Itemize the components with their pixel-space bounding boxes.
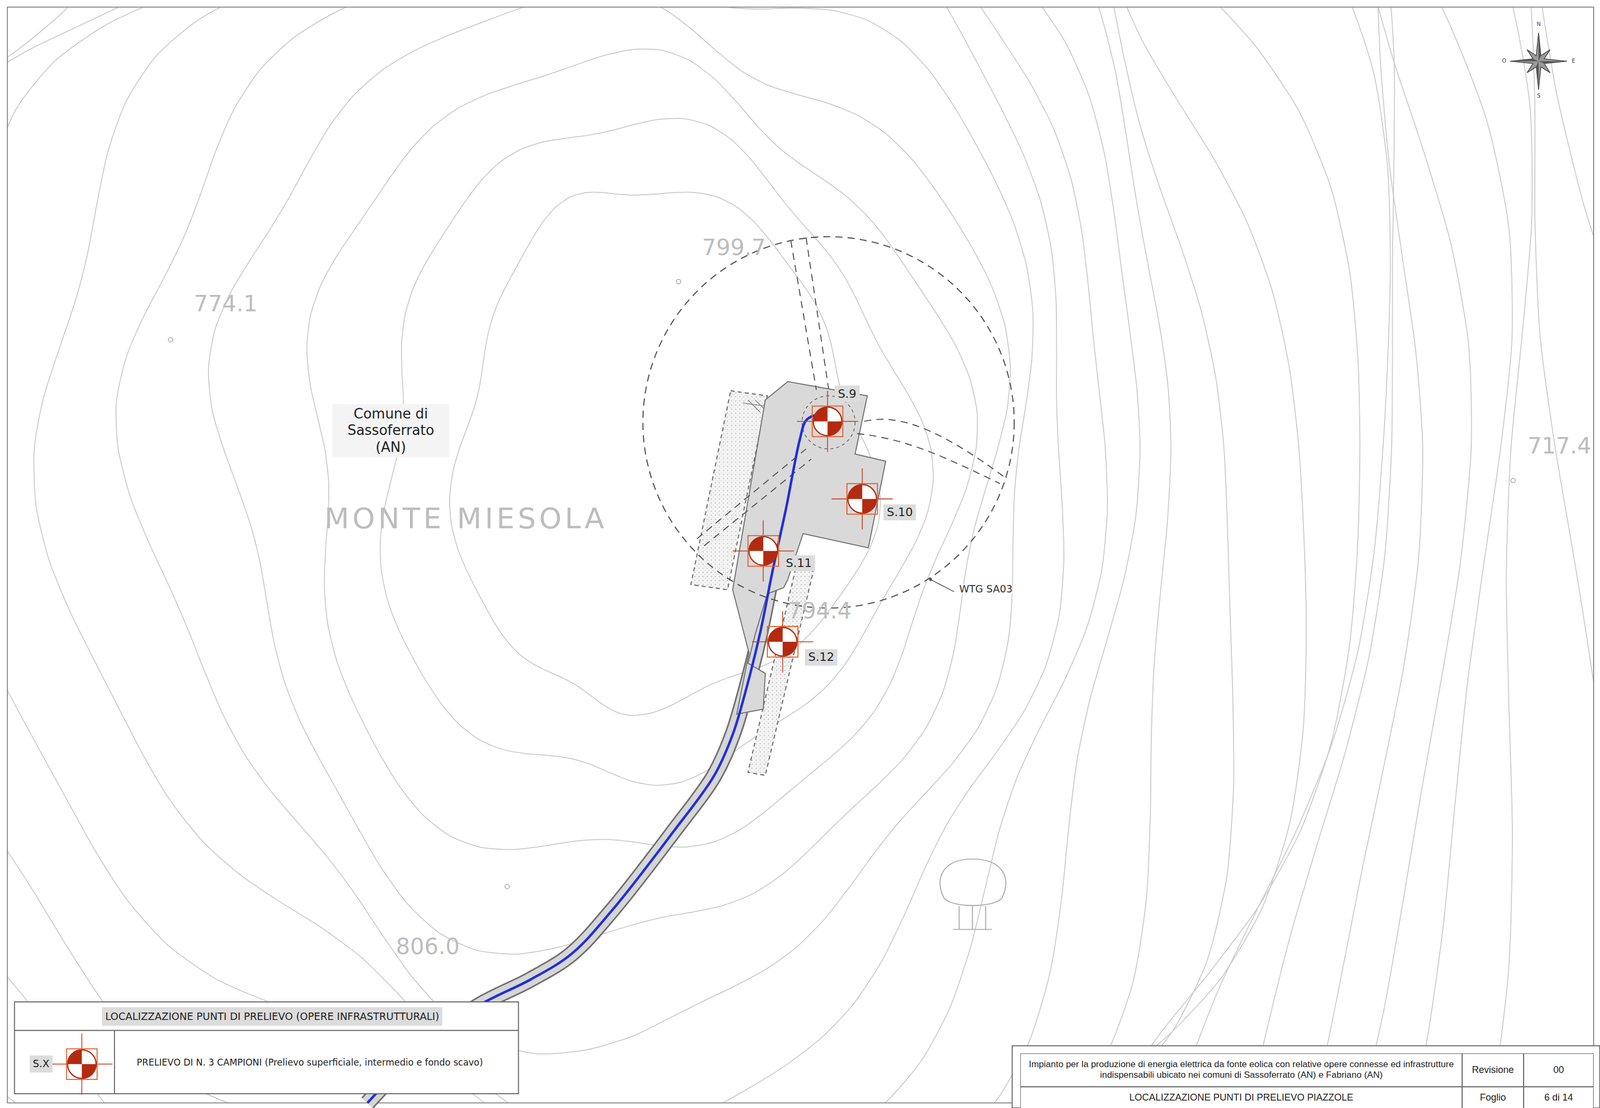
node-text: S.11: [785, 556, 812, 571]
hatch: [742, 399, 766, 413]
contour-line: [7, 6, 1360, 1103]
contour-line: [7, 6, 1391, 1103]
dashed-line: [857, 433, 1000, 484]
node-text: Comune di Sassoferrato (AN): [335, 405, 446, 456]
title-cell: LOCALIZZAZIONE PUNTI DI PRELIEVO PIAZZOL…: [1020, 1086, 1463, 1108]
legend-code: S.X: [29, 1055, 53, 1073]
tree-base: [952, 928, 992, 930]
contour-line: [7, 6, 1141, 1103]
dashed-line: [864, 419, 1005, 478]
node-text: Impianto per la produzione di energia el…: [1024, 1059, 1459, 1081]
legend-divider: [14, 1029, 519, 1031]
node-text: S.10: [886, 505, 913, 520]
contour-line: [380, 118, 934, 785]
title-cell: Impianto per la produzione di energia el…: [1020, 1053, 1463, 1087]
contour-line: [116, 6, 1034, 1054]
legend-text: PRELIEVO DI N. 3 CAMPIONI (Prelievo supe…: [136, 1058, 484, 1068]
tree-symbol: [939, 859, 1006, 906]
contour-line: [7, 6, 1395, 1103]
tree-trunk: [958, 905, 960, 930]
spot-height-dot: [676, 279, 681, 284]
legend-symbol: [51, 1033, 113, 1095]
turbine-circle: [801, 395, 855, 449]
spot-height-dot: [1510, 478, 1516, 483]
title-cell: Foglio: [1462, 1086, 1524, 1108]
contour-lines: [7, 6, 1594, 1103]
node-text: LOCALIZZAZIONE PUNTI DI PRELIEVO (OPERE …: [105, 1010, 440, 1023]
contour-line: [7, 6, 1108, 1103]
place-name: MONTE MIESOLA: [324, 504, 608, 533]
compass-letter: O: [1501, 58, 1507, 64]
spot-height: 806.0: [396, 935, 460, 958]
sample-label: S.11: [782, 555, 816, 572]
compass-letter: N: [1536, 21, 1541, 28]
dashed-line: [790, 240, 817, 390]
contour-line: [33, 6, 1064, 1103]
node-text: LOCALIZZAZIONE PUNTI DI PRELIEVO PIAZZOL…: [1129, 1091, 1354, 1104]
leader-line: [930, 579, 955, 592]
title-block-frame: [1012, 1045, 1600, 1108]
legend-frame: [14, 1001, 519, 1094]
node-text: 00: [1553, 1064, 1564, 1077]
legend-divider: [114, 1030, 116, 1094]
node-text: S.X: [32, 1057, 50, 1070]
tree-trunk: [985, 905, 987, 930]
spot-height: 717.4: [1527, 434, 1591, 458]
contour-line: [307, 48, 978, 850]
north-arrow: [1509, 32, 1568, 91]
node-text: Revisione: [1471, 1064, 1514, 1077]
dashed-line: [806, 237, 829, 389]
contour-line: [7, 6, 1472, 1103]
turbine-label: WTG SA03: [959, 583, 1013, 594]
node-text: Foglio: [1479, 1091, 1506, 1104]
contour-line: [7, 6, 1423, 1103]
turbine-pad: [732, 381, 887, 714]
title-cell: 6 di 14: [1523, 1086, 1595, 1108]
contour-line: [7, 6, 1594, 1103]
contour-line: [7, 6, 1533, 1103]
sample-label: S.12: [805, 649, 838, 666]
sampling-point-symbol: [732, 520, 794, 582]
rotor-circle: [642, 236, 1014, 608]
contour-line: [7, 6, 1171, 1103]
contour-line: [7, 6, 1307, 1103]
node-text: S.9: [837, 387, 857, 401]
dashed-line: [704, 459, 812, 547]
spot-height-dot: [168, 337, 173, 342]
title-cell: Revisione: [1462, 1053, 1524, 1087]
compass-letter: S: [1536, 93, 1541, 99]
contour-line: [7, 6, 1235, 1103]
sample-label: S.10: [883, 504, 916, 521]
contour-line: [7, 6, 1594, 1103]
sheet-frame: [7, 6, 1594, 1103]
spot-height-dot: [504, 884, 510, 889]
node-text: S.12: [808, 650, 835, 664]
contour-line: [208, 6, 1011, 955]
spot-height: 794.4: [787, 599, 852, 623]
contour-line: [7, 6, 1513, 1103]
sample-label: S.9: [834, 385, 860, 402]
spot-height: 799.7: [702, 236, 766, 259]
compass-letter: E: [1571, 58, 1576, 64]
spot-height: 774.1: [194, 292, 258, 316]
node-text: 6 di 14: [1544, 1091, 1573, 1104]
tree-trunk: [972, 905, 974, 930]
municipality-label: Comune di Sassoferrato (AN): [332, 404, 449, 458]
legend-heading: LOCALIZZAZIONE PUNTI DI PRELIEVO (OPERE …: [101, 1007, 443, 1026]
title-cell: 00: [1523, 1053, 1595, 1087]
